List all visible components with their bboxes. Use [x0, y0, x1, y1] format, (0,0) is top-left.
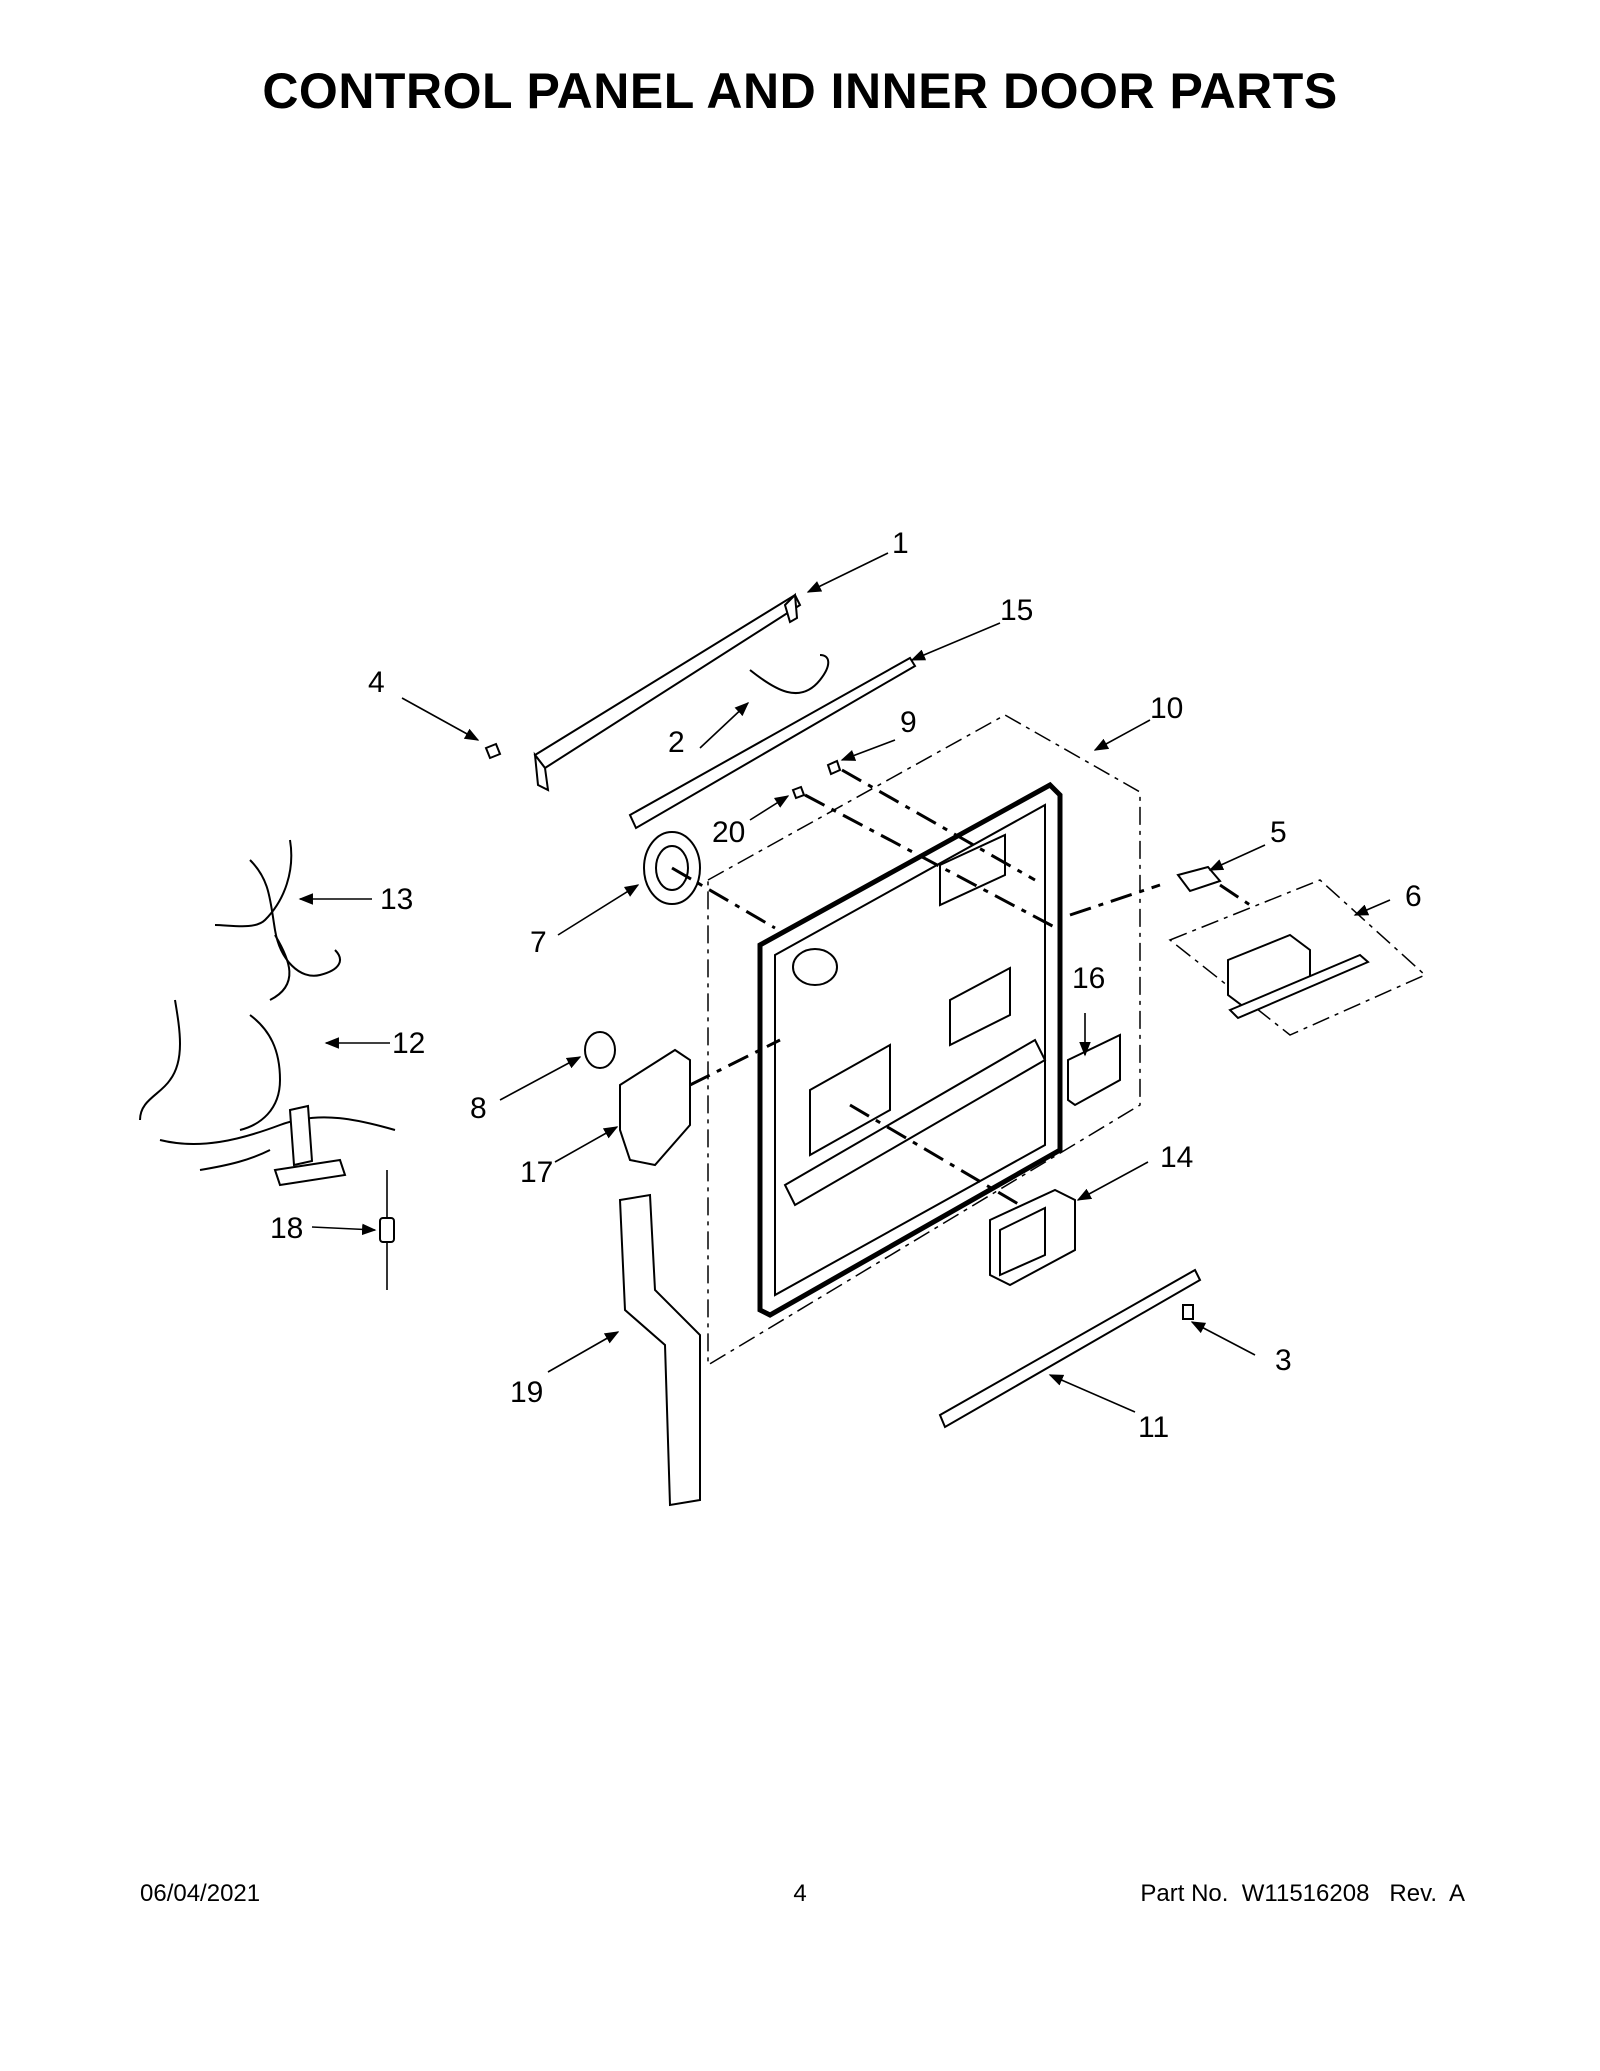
part-8-gasket: [584, 1031, 616, 1069]
page-title: CONTROL PANEL AND INNER DOOR PARTS: [262, 63, 1338, 119]
part-18-fuse: [379, 1170, 395, 1290]
part-11-bottom-strip: [938, 1268, 1202, 1429]
part-16-latch: [1067, 1033, 1121, 1107]
part-2-wire: [749, 654, 830, 695]
part-19-duct: [618, 1193, 701, 1507]
callout-16: 16: [1072, 962, 1105, 995]
screw-9: [826, 759, 842, 776]
footer-part-number: Part No. W11516208 Rev. A: [1140, 1880, 1465, 1907]
callout-17: 17: [520, 1156, 553, 1189]
callout-19: 19: [510, 1376, 543, 1409]
callout-18: 18: [270, 1212, 303, 1245]
part-17-vent-duct: [619, 1048, 691, 1167]
inner-door-panel: [757, 781, 1063, 1318]
part-1-control-panel: [533, 592, 802, 792]
part-12-wire-harness: [139, 999, 396, 1187]
callout-3: 3: [1275, 1344, 1292, 1377]
callout-5: 5: [1270, 816, 1287, 849]
callout-11: 11: [1138, 1411, 1169, 1444]
callout-1: 1: [892, 527, 909, 560]
part-15-strip: [628, 656, 917, 830]
leaders: [298, 552, 1391, 1413]
callout-20: 20: [712, 816, 745, 849]
footer-date: 06/04/2021: [140, 1880, 261, 1907]
part-14-dispenser: [989, 1188, 1076, 1287]
callout-8: 8: [470, 1092, 487, 1125]
callout-10: 10: [1150, 692, 1183, 725]
callout-6: 6: [1405, 880, 1422, 913]
callout-9: 9: [900, 706, 917, 739]
callout-13: 13: [380, 883, 413, 916]
callout-4: 4: [368, 666, 385, 699]
part-13-wire-harness: [214, 839, 341, 1001]
part-5-connector: [1176, 865, 1222, 893]
screw-3: [1182, 1304, 1194, 1320]
callout-14: 14: [1160, 1141, 1193, 1174]
footer-page-number: 4: [793, 1880, 807, 1907]
callout-15: 15: [1000, 594, 1033, 627]
part-6-control-board: [1227, 933, 1370, 1020]
screw-20: [791, 785, 806, 800]
part-10-door-outline: [707, 714, 1141, 1367]
callout-12: 12: [392, 1027, 425, 1060]
callout-7: 7: [530, 926, 547, 959]
screw-4: [484, 742, 502, 760]
callout-2: 2: [668, 726, 685, 759]
